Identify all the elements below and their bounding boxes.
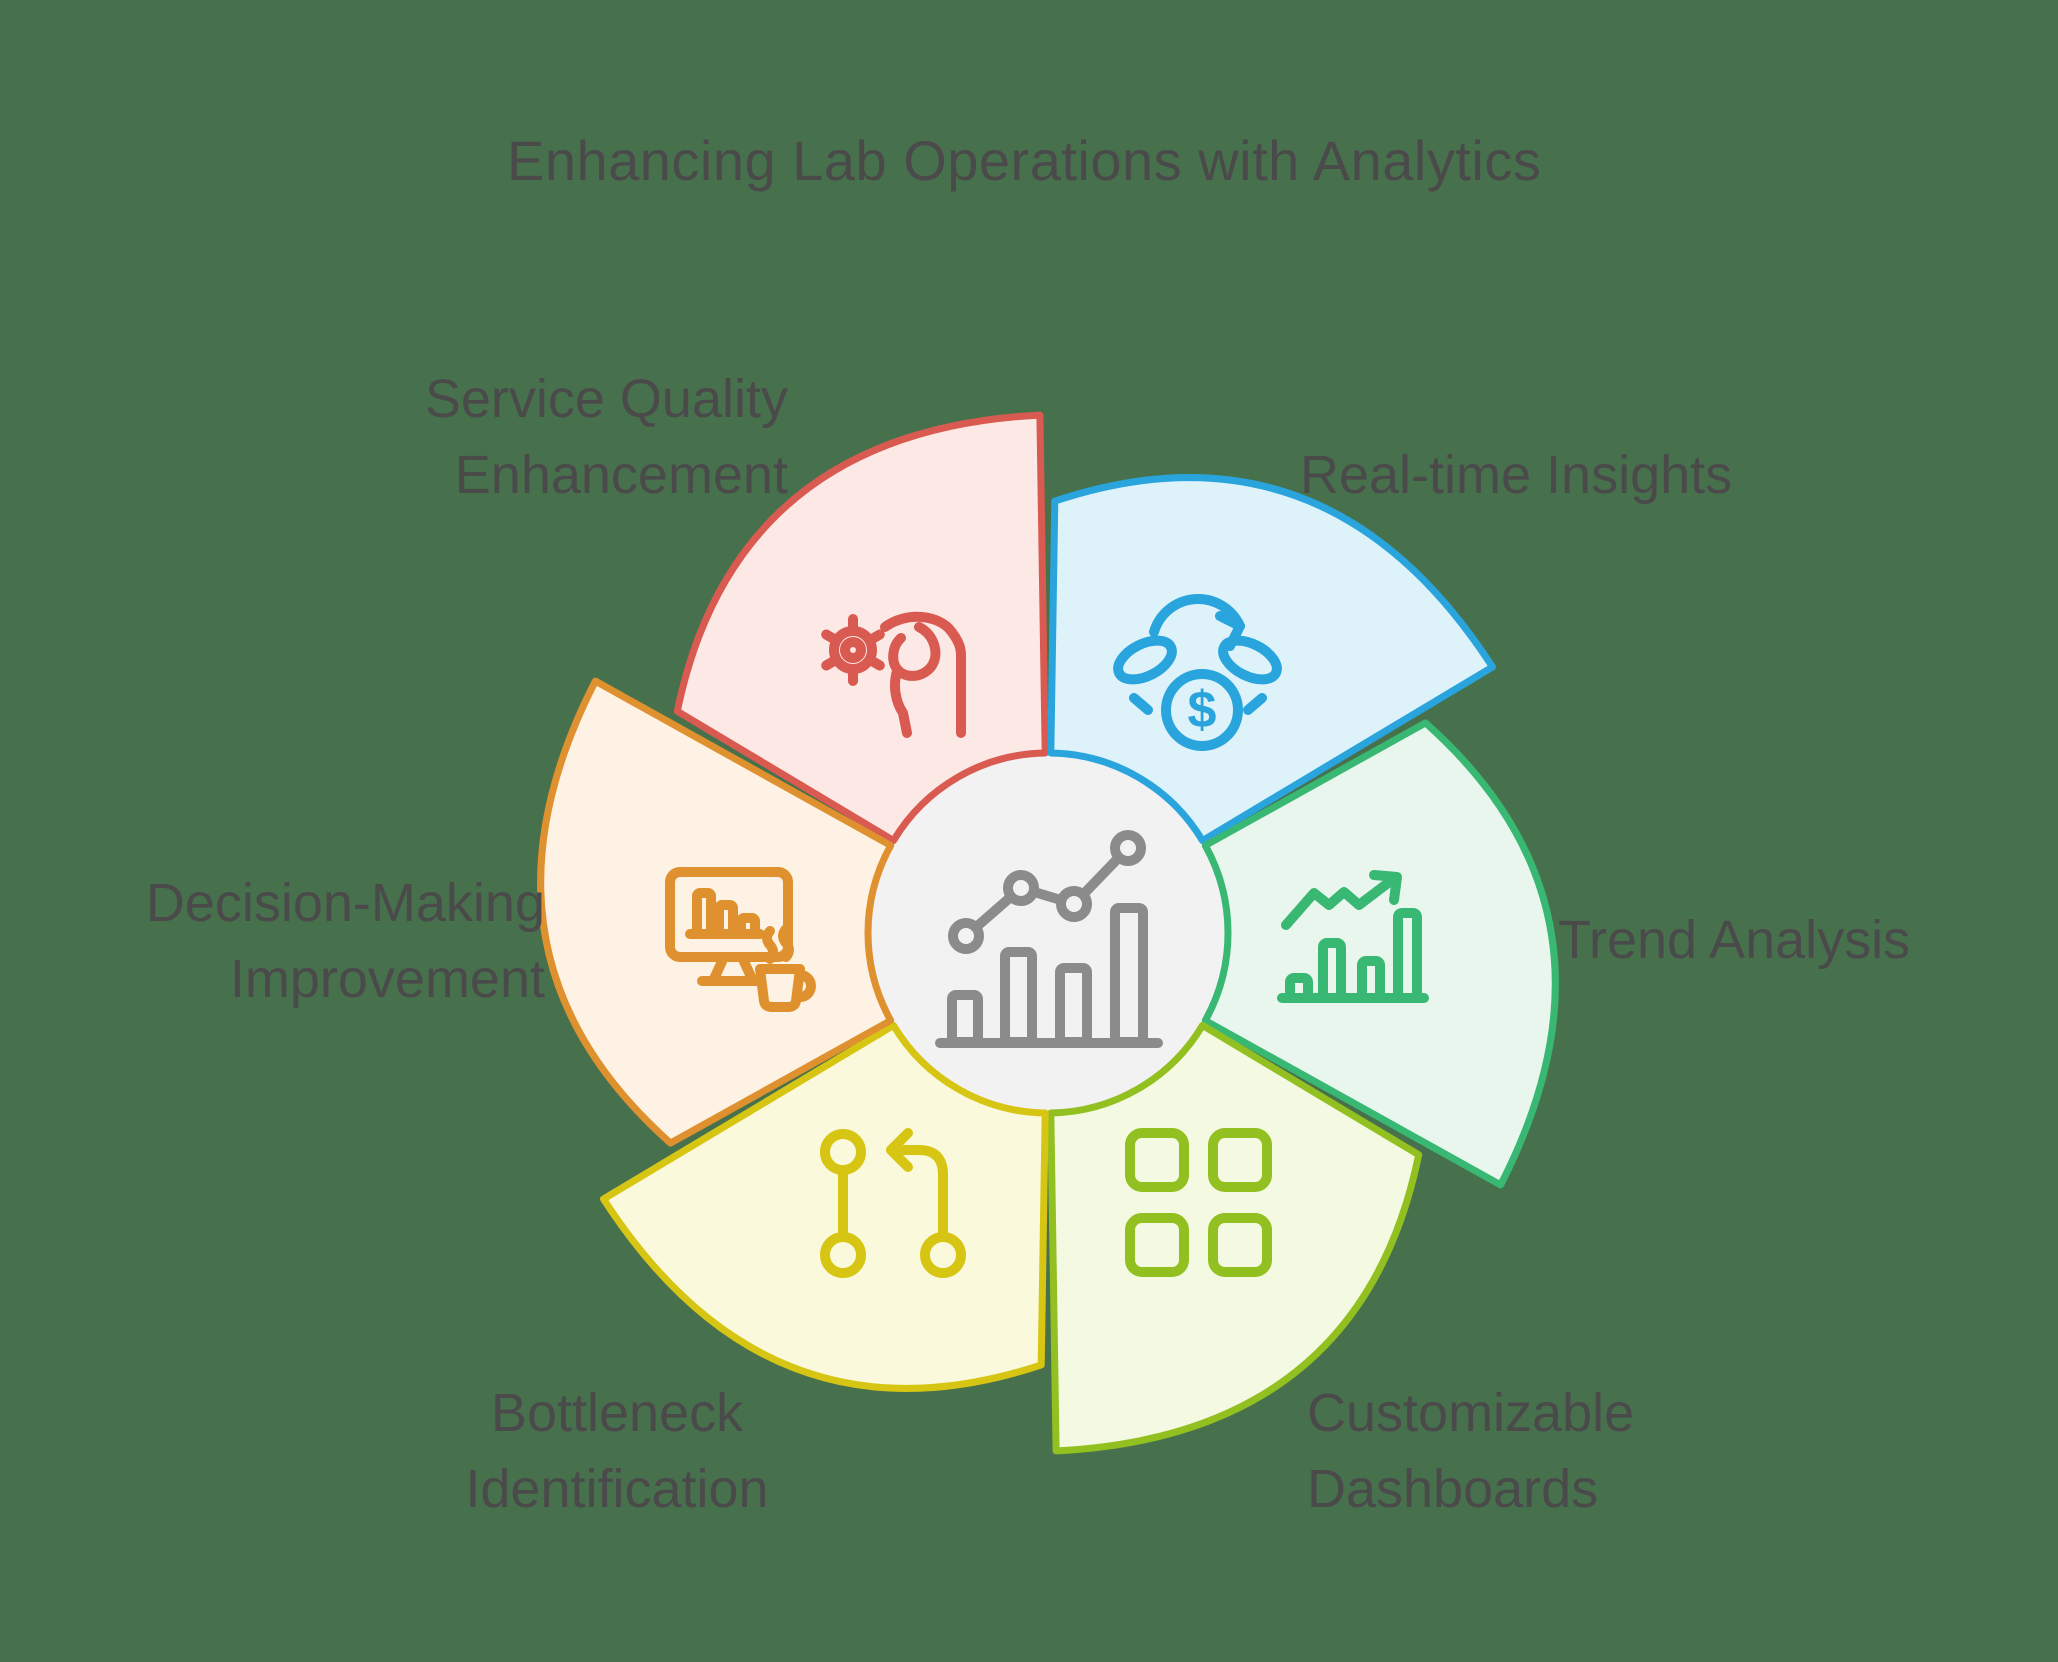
segment-label-bottleneck-identification: Bottleneck Identification: [465, 1383, 769, 1519]
gear-hand-icon: [821, 611, 966, 738]
segment-label-customizable-dashboards: Customizable Dashboards: [1307, 1383, 1635, 1519]
diagram-title: Enhancing Lab Operations with Analytics: [507, 129, 1542, 192]
dashboard-grid-icon: [1125, 1128, 1272, 1277]
petal-trend-analysis: [1201, 719, 1559, 1189]
segment-label-decision-making: Decision-Making Improvement: [145, 873, 545, 1009]
money-refresh-icon: $: [1113, 594, 1282, 751]
petal-bottleneck-identification: [600, 1021, 1049, 1392]
trend-bar-chart-icon: [1277, 870, 1429, 1003]
analytics-bar-line-chart-icon: [935, 830, 1163, 1048]
monitor-coffee-icon: [665, 867, 816, 1012]
segment-label-service-quality: Service Quality Enhancement: [424, 369, 788, 505]
segment-label-trend-analysis: Trend Analysis: [1558, 910, 1911, 970]
segment-label-real-time-insights: Real-time Insights: [1300, 445, 1733, 505]
dollar-sign: $: [1188, 681, 1217, 739]
git-compare-icon: [820, 1128, 966, 1278]
